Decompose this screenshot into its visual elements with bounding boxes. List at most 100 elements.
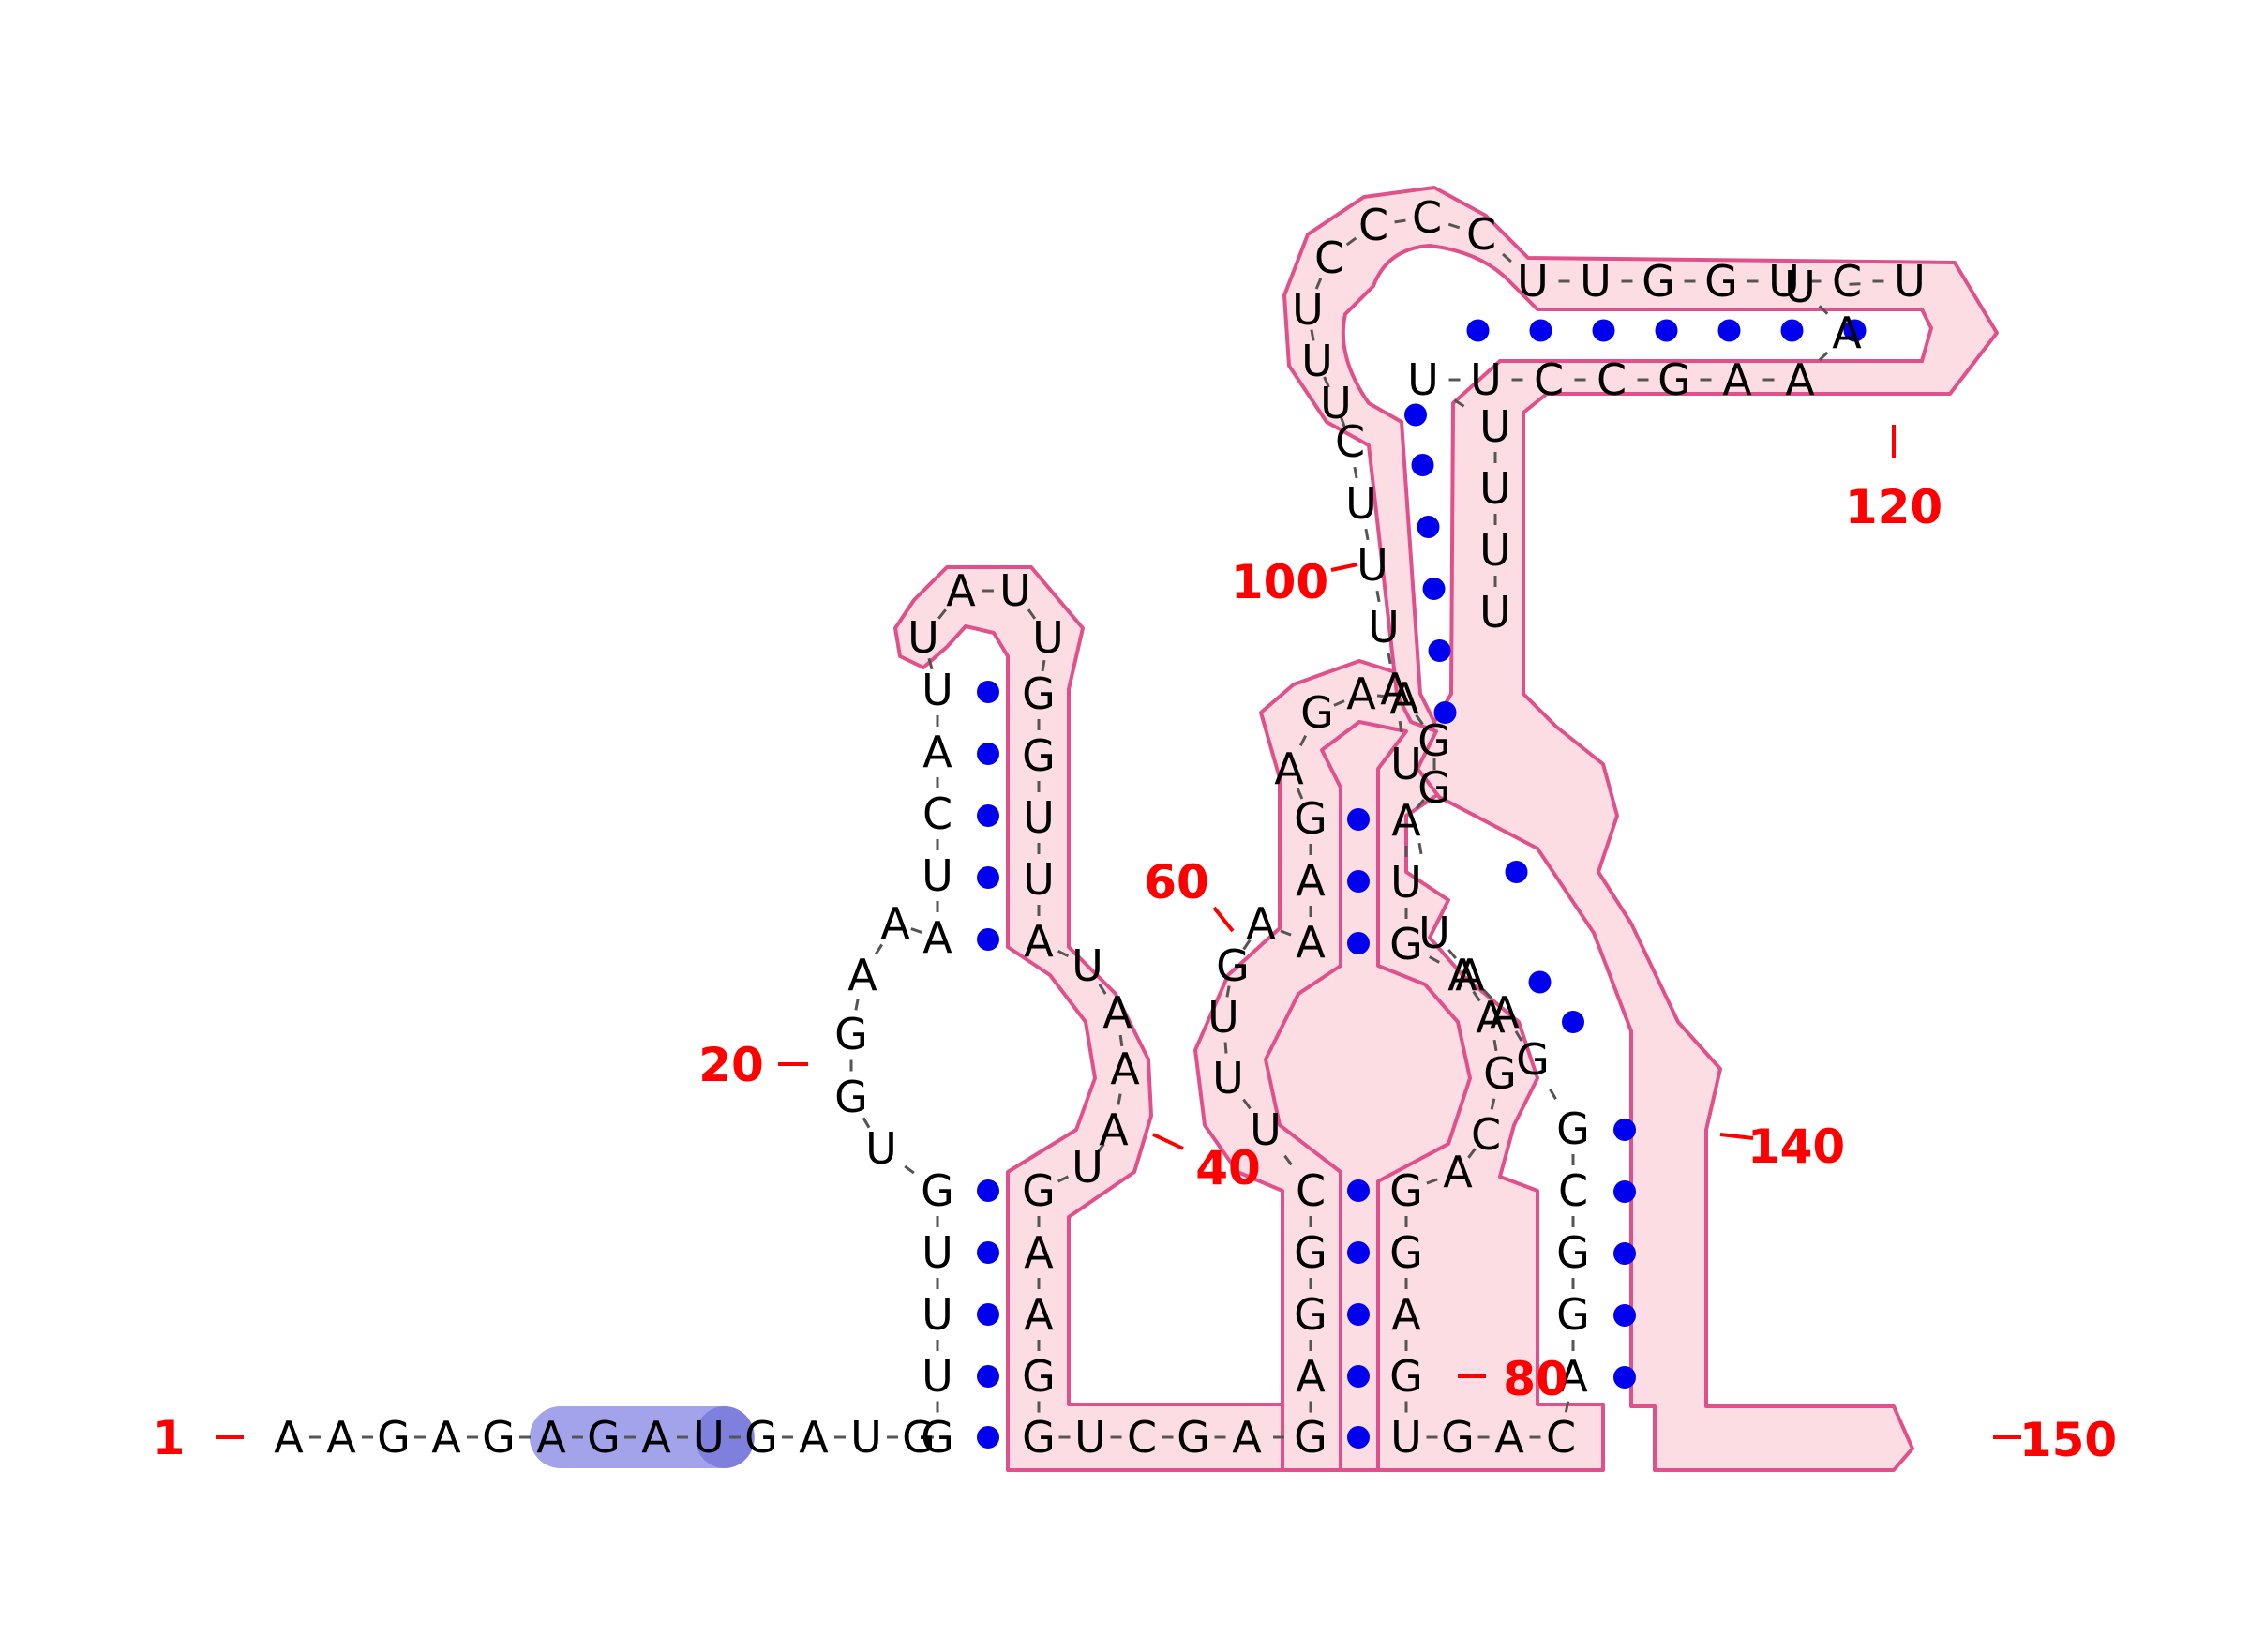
base-pair-dot	[1347, 870, 1370, 893]
base-pair-dot	[1347, 1365, 1370, 1388]
base-pair-dot	[1780, 319, 1804, 342]
nucleotide: G	[1389, 1351, 1423, 1402]
nucleotide: G	[1022, 1412, 1056, 1463]
nucleotide: C	[1832, 256, 1862, 307]
nucleotide: U	[1212, 1053, 1244, 1104]
nucleotide: U	[1357, 540, 1388, 591]
highlight-domain-1	[893, 565, 1284, 1472]
nucleotide: G	[1658, 354, 1691, 405]
nucleotide: G	[834, 1009, 868, 1059]
backbone-link	[1415, 798, 1426, 810]
nucleotide: G	[744, 1412, 778, 1463]
backbone-link	[1447, 948, 1458, 960]
nucleotide: A	[922, 912, 952, 963]
nucleotide: G	[1418, 762, 1451, 813]
backbone-link	[1418, 842, 1423, 855]
nucleotide: U	[922, 850, 953, 901]
nucleotide: U	[1479, 401, 1511, 452]
nucleotide: G	[1294, 793, 1328, 844]
backbone-link	[1353, 466, 1358, 479]
nucleotide: A	[1380, 664, 1410, 714]
nucleotide: C	[1127, 1412, 1157, 1463]
nucleotide: G	[1556, 1289, 1590, 1340]
nucleotide: G	[1022, 1165, 1056, 1216]
backbone-link	[1818, 351, 1829, 362]
base-pair-dot	[977, 1365, 999, 1388]
backbone-link	[854, 999, 860, 1011]
nucleotide: G	[902, 1412, 936, 1463]
position-label: 150	[2019, 1413, 2117, 1467]
nucleotide: A	[1391, 795, 1421, 846]
base-pair-dot	[977, 1241, 999, 1264]
backbone-link	[1398, 720, 1403, 733]
nucleotide: U	[922, 1289, 953, 1340]
nucleotide: A	[1346, 668, 1376, 719]
nucleotide: G	[1022, 1351, 1056, 1402]
nucleotide: A	[1232, 1412, 1262, 1463]
backbone-link	[904, 1164, 915, 1175]
backbone-link	[938, 608, 947, 620]
backbone-link	[875, 943, 883, 955]
base-pair-dot	[1718, 319, 1741, 342]
base-pair-dot	[977, 866, 999, 889]
nucleotide: U	[1580, 256, 1612, 307]
backbone-link	[1223, 1042, 1228, 1054]
nucleotide: A	[1832, 308, 1862, 358]
position-label: 140	[1748, 1119, 1845, 1174]
nucleotide: G	[1294, 1289, 1328, 1340]
backbone-link	[1118, 1034, 1124, 1047]
position-label: 100	[1231, 555, 1328, 609]
base-pair-dot	[1528, 970, 1552, 994]
backbone-link	[1549, 1089, 1557, 1100]
backbone-link	[1310, 329, 1315, 341]
nucleotide: A	[1558, 1351, 1588, 1402]
backbone-link	[1323, 376, 1330, 388]
nucleotide: U	[693, 1412, 725, 1463]
nucleotide: A	[880, 898, 910, 949]
position-tick	[1719, 1133, 1754, 1140]
backbone-link	[1298, 734, 1308, 747]
base-pair-dot	[977, 1426, 999, 1449]
nucleotide: G	[921, 1165, 954, 1216]
base-pair-dot	[977, 804, 999, 827]
backbone-link	[1280, 929, 1292, 937]
backbone-link	[1818, 305, 1829, 315]
backbone-link	[1364, 528, 1370, 541]
nucleotide: G	[1300, 687, 1334, 738]
backbone-link	[1117, 1093, 1122, 1105]
nucleotide: U	[922, 1227, 953, 1278]
backbone	[309, 218, 1884, 1439]
nucleotide: G	[482, 1412, 516, 1463]
nucleotide: G	[1389, 1165, 1423, 1216]
highlight-loop-cutout	[1341, 243, 1934, 727]
base-pair-dot	[1466, 319, 1490, 342]
position-label: 1	[153, 1411, 186, 1465]
nucleotide: U	[1894, 256, 1926, 307]
base-pair-dot	[1613, 1304, 1636, 1327]
nucleotide: C	[1558, 1165, 1588, 1216]
nucleotide: U	[1479, 525, 1511, 576]
nucleotide: G	[1556, 1227, 1590, 1278]
base-pair-dot	[1843, 319, 1867, 342]
backbone-link	[1283, 1154, 1293, 1166]
backbone-link	[1453, 398, 1465, 408]
nucleotide: U	[1072, 1142, 1103, 1193]
nucleotide: A	[1494, 1412, 1524, 1463]
nucleotide: A	[1785, 354, 1815, 405]
base-pair-dot	[1404, 403, 1427, 427]
nucleotide: A	[1296, 855, 1326, 906]
base-pair-dot	[1347, 1426, 1370, 1449]
backbone-link	[1387, 652, 1392, 665]
base-pair-dot	[977, 1179, 999, 1202]
backbone-link	[1415, 713, 1424, 726]
backbone-link	[1225, 985, 1231, 998]
nucleotide: C	[1296, 1165, 1326, 1216]
position-tick	[1212, 906, 1235, 933]
nucleotide: U	[1208, 992, 1239, 1043]
position-label: 60	[1144, 855, 1209, 909]
backbone-link	[1394, 218, 1406, 224]
nucleotide: U	[1390, 857, 1422, 908]
